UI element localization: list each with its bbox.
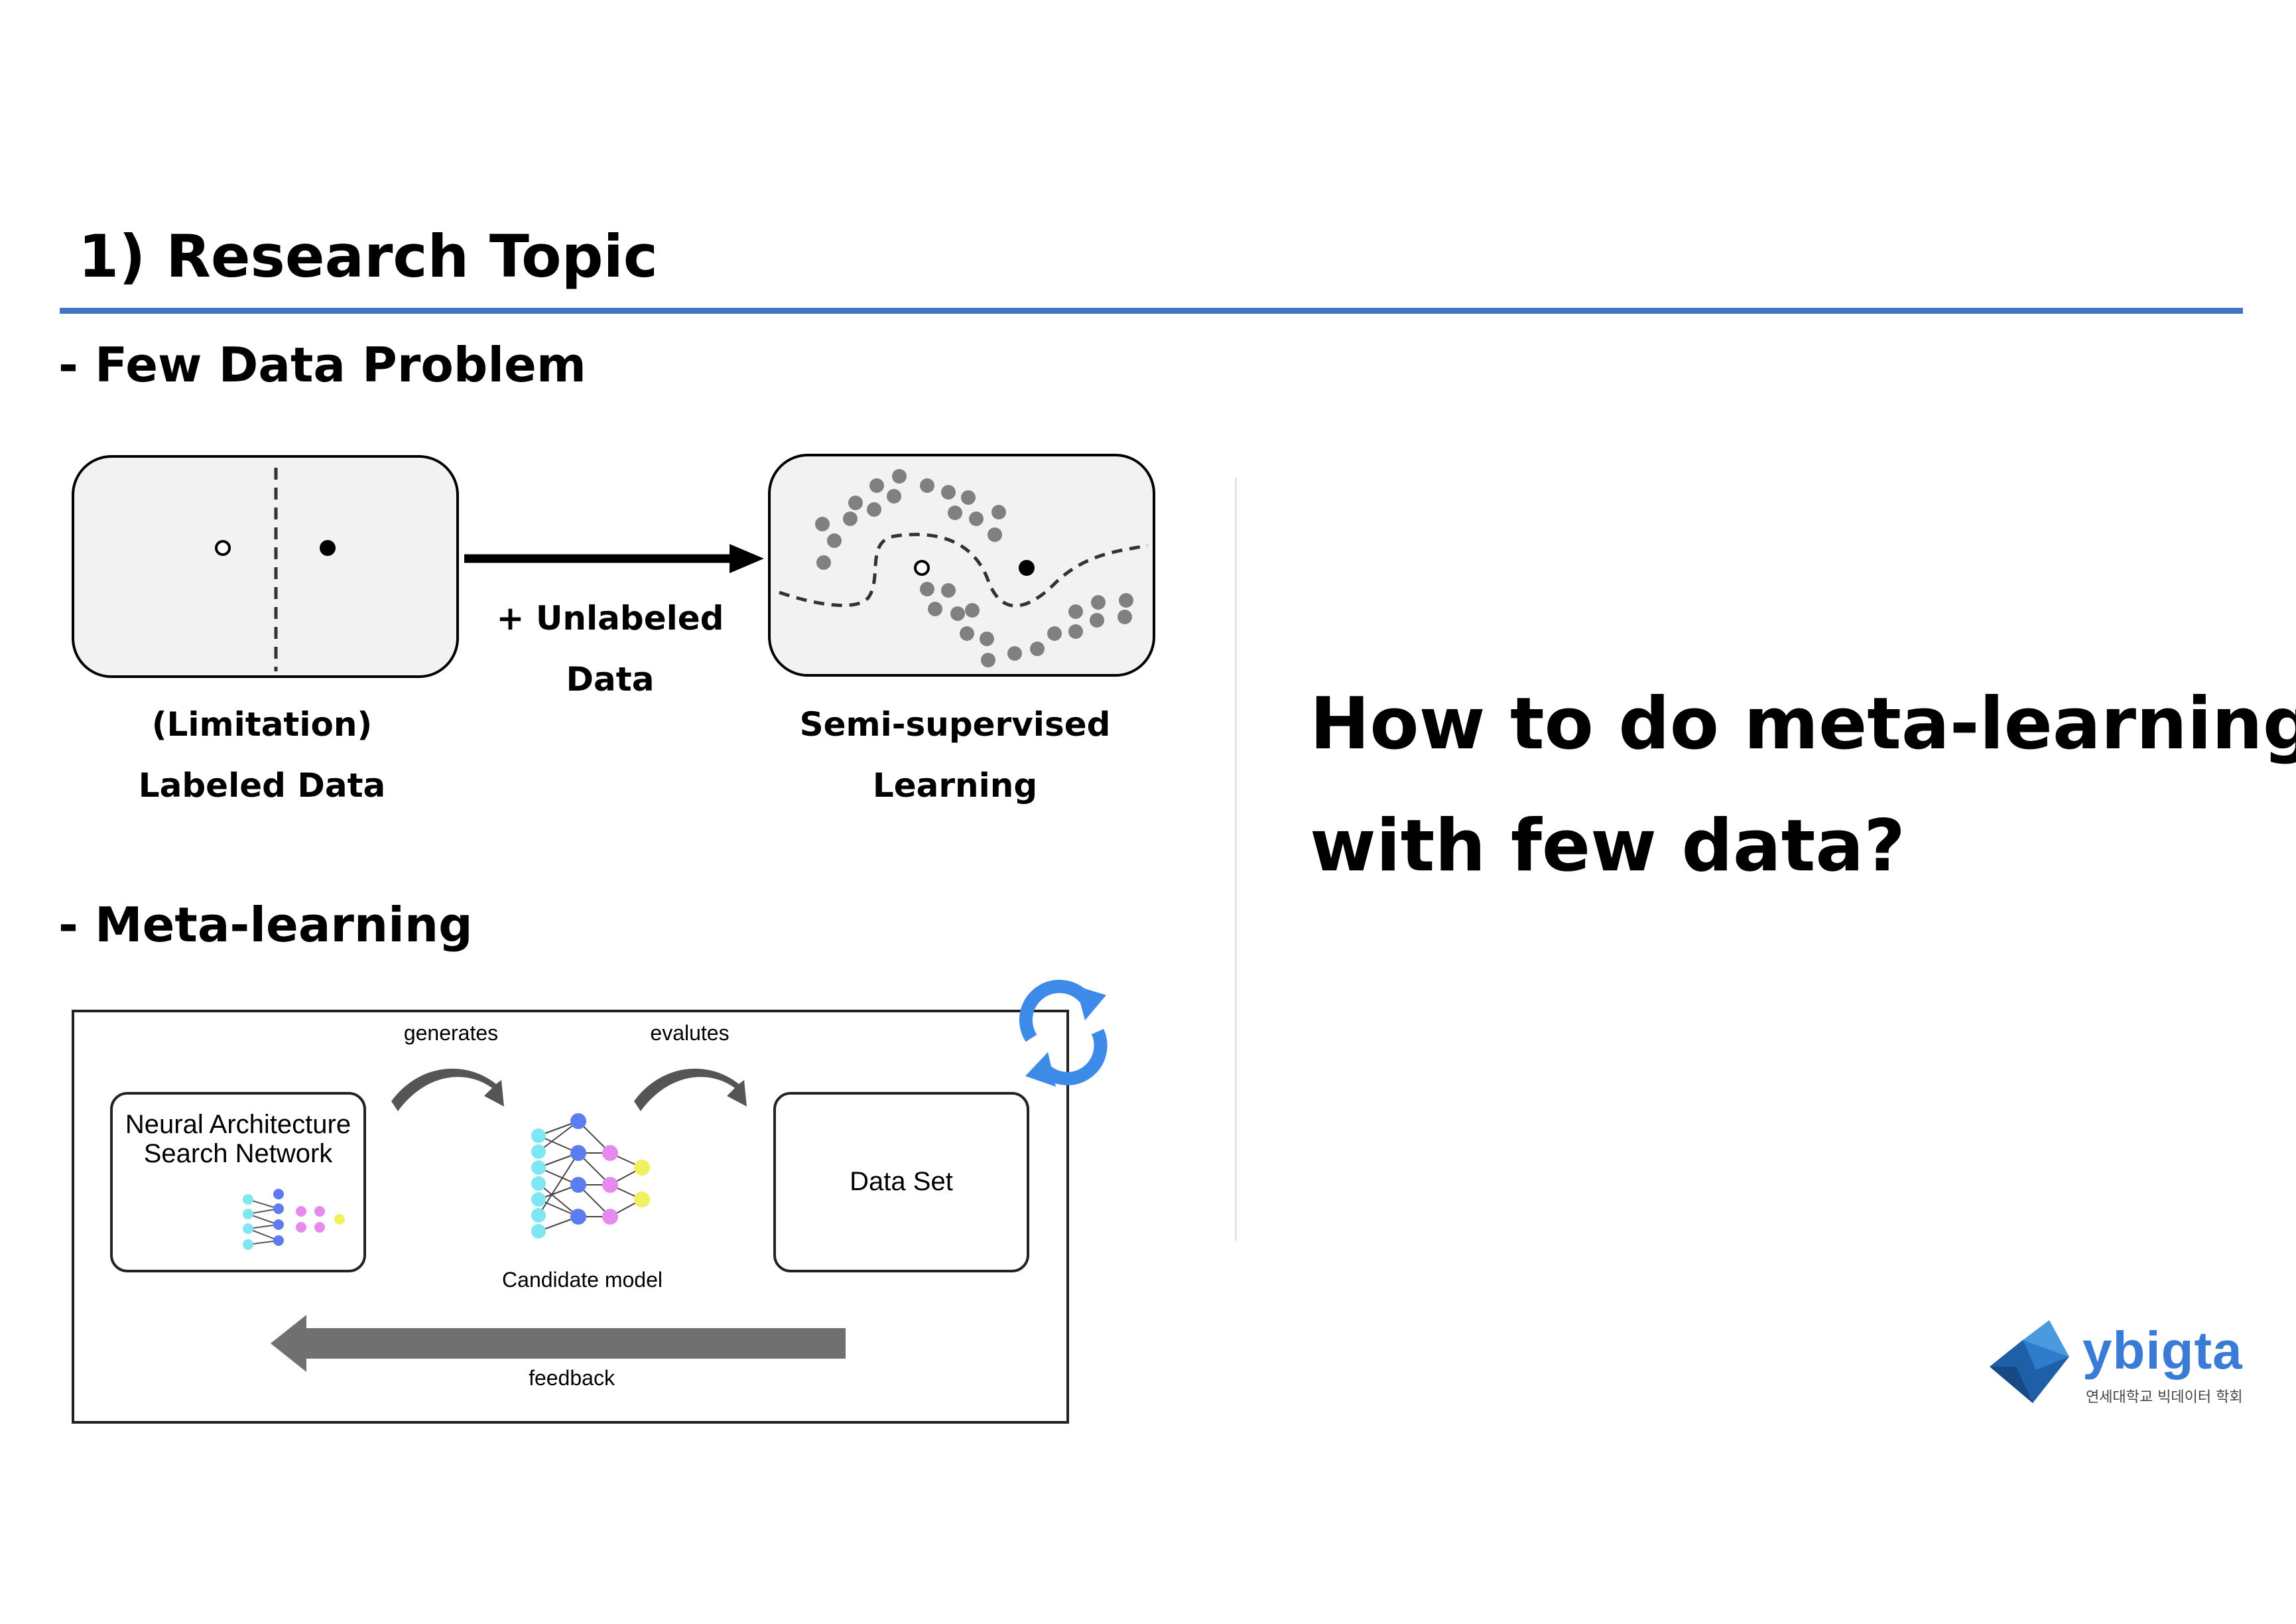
- nas-label-line2: Search Network: [144, 1139, 334, 1168]
- generates-label: generates: [404, 1021, 498, 1045]
- nas-label-line1: Neural Architecture: [125, 1110, 351, 1139]
- slide-title: 1) Research Topic: [78, 222, 658, 291]
- feedback-arrow-head: [271, 1315, 306, 1372]
- meta-learning-diagram: Neural Architecture Search Network gener…: [72, 979, 1108, 1424]
- hollow-point: [914, 560, 930, 576]
- semi-supervised-caption: Semi-supervised Learning: [799, 705, 1111, 805]
- logo-wordmark: ybigta: [2082, 1321, 2243, 1380]
- section-heading-few-data: - Few Data Problem: [58, 337, 586, 393]
- small-network-icon: [243, 1189, 345, 1250]
- transition-arrow-head: [730, 544, 764, 573]
- labeled-data-caption: (Limitation) Labeled Data: [138, 705, 386, 805]
- candidate-model-label: Candidate model: [502, 1268, 663, 1292]
- unlabeled-points: [815, 469, 1133, 667]
- cycle-arrowhead-icon: [1076, 986, 1106, 1020]
- key-question: How to do meta-learning with few data?: [1310, 683, 2296, 888]
- filled-point: [1019, 560, 1035, 576]
- section-heading-meta-learning: - Meta-learning: [58, 897, 473, 953]
- evaluates-arrow: [634, 1068, 747, 1111]
- evaluates-label: evalutes: [650, 1021, 729, 1045]
- few-data-diagram: [72, 454, 1155, 678]
- filled-point: [320, 540, 336, 556]
- feedback-label: feedback: [529, 1366, 615, 1390]
- ybigta-logo-icon: [1990, 1320, 2069, 1403]
- title-underline: [60, 308, 2243, 314]
- labeled-data-panel: [72, 455, 459, 678]
- dataset-box: [773, 1092, 1029, 1272]
- curved-decision-boundary: [779, 533, 1148, 608]
- dataset-label: Data Set: [850, 1167, 953, 1196]
- vertical-divider: [1235, 478, 1237, 1241]
- generates-arrow: [391, 1068, 504, 1111]
- cycle-arrowhead-icon: [1025, 1052, 1056, 1087]
- logo-subtitle: 연세대학교 빅데이터 학회: [2086, 1389, 2243, 1406]
- unlabeled-data-caption: + Unlabeled Data: [496, 599, 724, 699]
- candidate-network-icon: [531, 1113, 650, 1239]
- hollow-point: [215, 540, 231, 556]
- refresh-cycle-icon: [1019, 979, 1108, 1085]
- feedback-arrow-shaft: [305, 1328, 846, 1359]
- semi-supervised-panel: [768, 454, 1155, 677]
